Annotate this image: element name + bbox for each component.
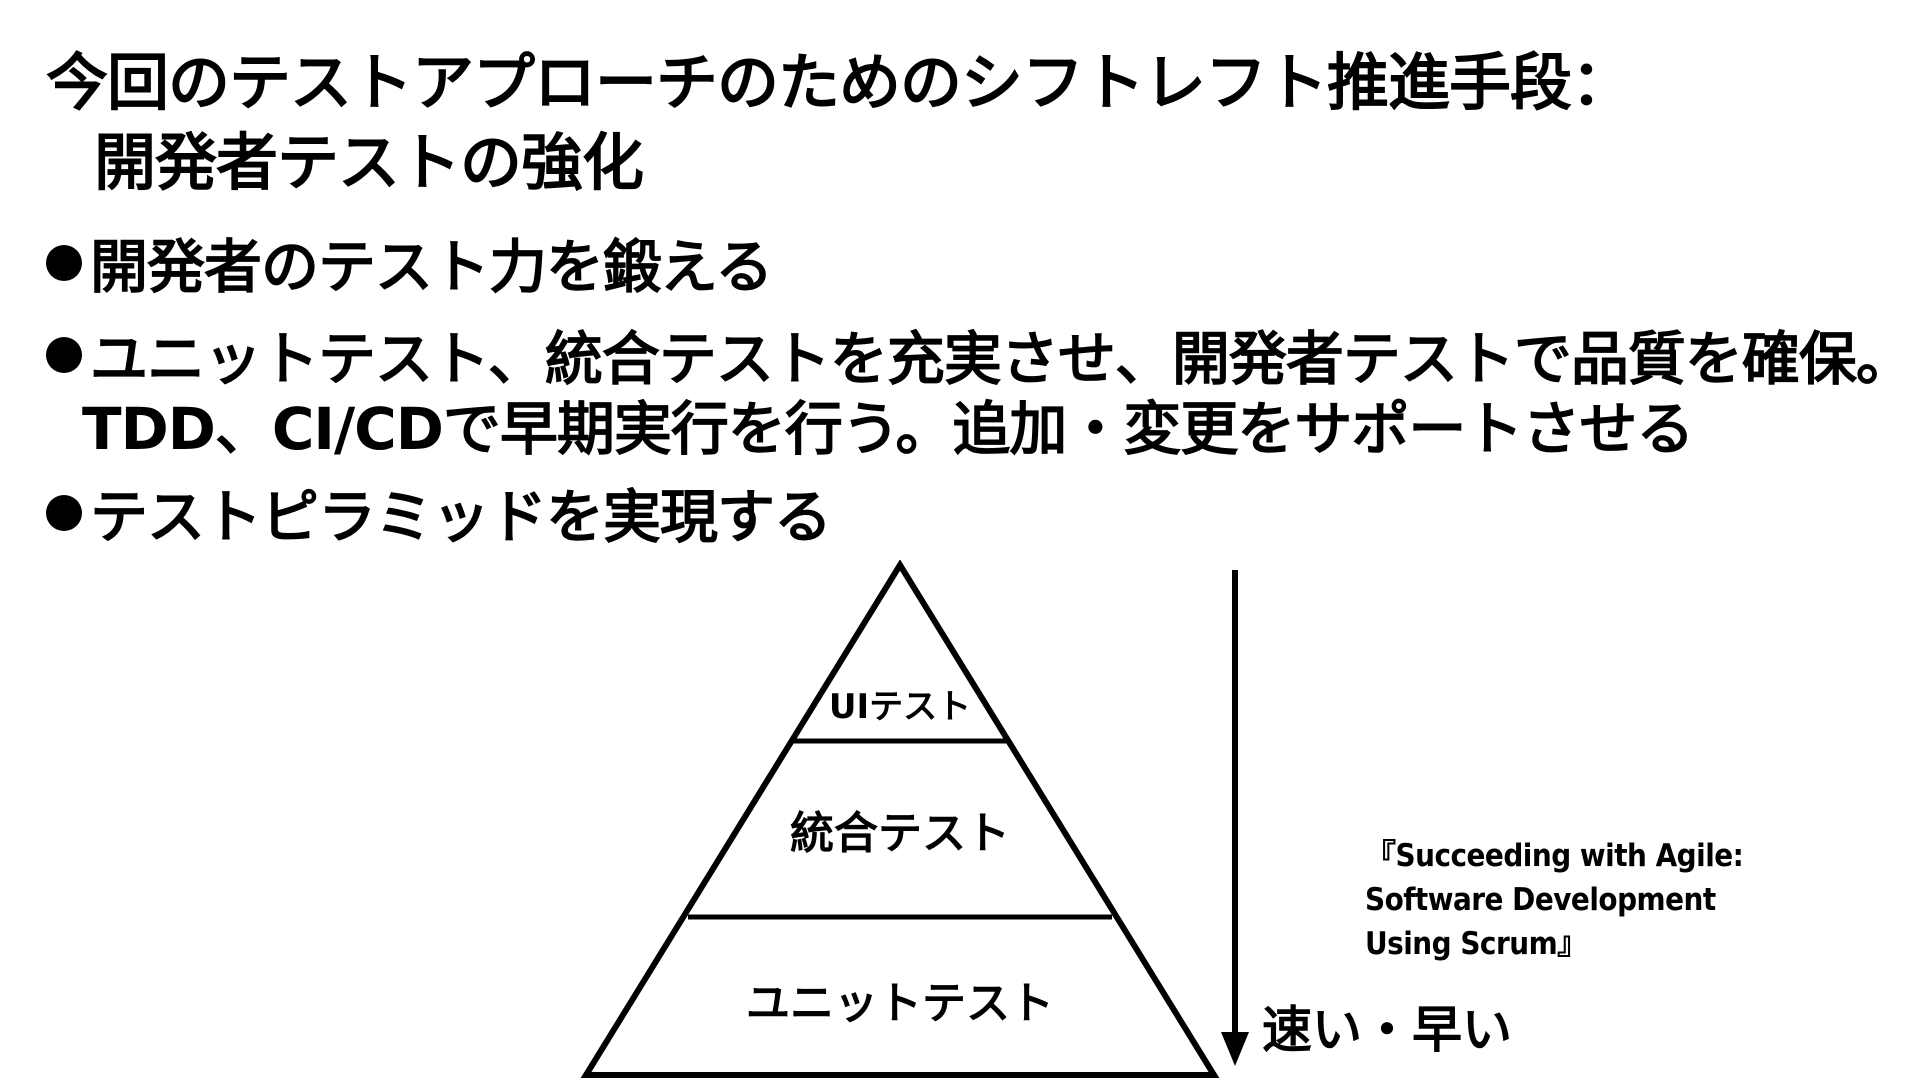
test-pyramid-diagram: UIテスト 統合テスト ユニットテスト [580, 560, 1220, 1078]
bullet-item-2: ユニットテスト、統合テストを充実させ、開発者テストで品質を確保。 [46, 330, 1914, 388]
pyramid-outline [580, 560, 1220, 1078]
bullet-item-2-continuation: TDD、CI/CDで早期実行を行う。追加・変更をサポートさせる [82, 395, 1694, 463]
bullet-dot-icon [46, 495, 82, 531]
citation-line-2: Software Development [1365, 882, 1716, 918]
speed-label: 速い・早い [1262, 1001, 1512, 1059]
down-arrow-icon [1221, 570, 1249, 1066]
bullet-text-1: 開発者のテスト力を鍛える [90, 233, 773, 301]
pyramid-tier-unit-test: ユニットテスト [746, 978, 1054, 1029]
bullet-dot-icon [46, 337, 82, 373]
citation-line-1: 『Succeeding with Agile: [1365, 838, 1744, 874]
slide-title-line-1: 今回のテストアプローチのためのシフトレフト推進手段： [46, 46, 1633, 119]
slide-title-line-2: 開発者テストの強化 [94, 126, 644, 199]
bullet-text-3: テストピラミッドを実現する [90, 483, 832, 551]
bullet-item-1: 開発者のテスト力を鍛える [46, 238, 773, 296]
citation-line-3: Using Scrum』 [1365, 926, 1588, 962]
book-citation: 『Succeeding with Agile: Software Develop… [1365, 834, 1744, 966]
pyramid-tier-integration-test: 統合テスト [790, 808, 1010, 859]
pyramid-tier-ui-test: UIテスト [829, 687, 971, 727]
bullet-text-2: ユニットテスト、統合テストを充実させ、開発者テストで品質を確保。 [90, 325, 1914, 393]
bullet-dot-icon [46, 245, 82, 281]
bullet-item-3: テストピラミッドを実現する [46, 488, 832, 546]
